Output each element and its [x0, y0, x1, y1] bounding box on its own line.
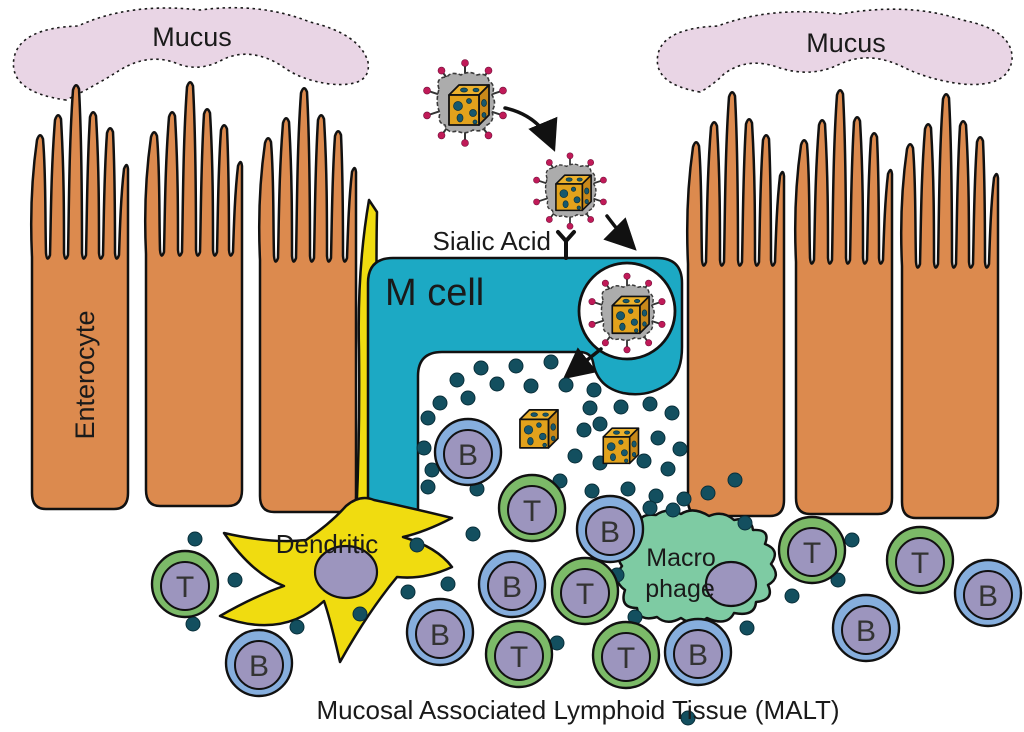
sialic-acid-label: Sialic Acid	[433, 226, 552, 256]
svg-text:T: T	[803, 537, 821, 570]
b-cell: B	[663, 617, 733, 687]
dendritic-label: Dendritic	[276, 529, 379, 559]
arrow-virus-approach	[503, 106, 558, 152]
enterocytes-right	[685, 88, 1000, 520]
svg-text:B: B	[688, 639, 708, 672]
svg-text:T: T	[176, 571, 194, 604]
svg-text:B: B	[856, 615, 876, 648]
mucus-blob	[12, 6, 370, 101]
m-cell: M cell Sialic Acid	[366, 226, 684, 514]
mucus-layer-left: Mucus	[12, 6, 370, 101]
t-cell: T	[885, 525, 955, 595]
released-capsid	[519, 409, 559, 449]
mucus-blob	[656, 8, 1013, 93]
dendritic-cell: Dendritic	[218, 496, 454, 664]
macrophage-nucleus	[704, 560, 758, 608]
arrow-virus-release	[562, 347, 603, 380]
enterocyte-label: Enterocyte	[70, 310, 100, 439]
virion-dots	[185, 354, 860, 726]
t-cell: T	[150, 549, 220, 619]
mucus-label: Mucus	[806, 28, 886, 58]
dendritic-nucleus	[313, 544, 379, 600]
macrophage-label-line2: phage	[645, 575, 715, 603]
m-cell-label: M cell	[385, 272, 484, 314]
svg-text:T: T	[510, 641, 528, 674]
svg-text:T: T	[617, 642, 635, 675]
svg-text:B: B	[978, 580, 998, 613]
svg-text:B: B	[458, 439, 478, 472]
b-cell: B	[477, 549, 547, 619]
mucus-label: Mucus	[152, 22, 232, 52]
b-cell: B	[405, 597, 475, 667]
t-cell: T	[497, 473, 567, 543]
t-cell: T	[550, 556, 620, 626]
b-cell: B	[433, 417, 503, 487]
svg-text:T: T	[576, 578, 594, 611]
t-cell: T	[591, 620, 661, 690]
released-capsid	[602, 427, 640, 465]
b-cell: B	[953, 558, 1023, 628]
svg-text:B: B	[430, 619, 450, 652]
macrophage-label-line1: Macro	[646, 544, 715, 572]
lymphocytes: T B B T B B T B T T B T T B B	[150, 417, 1023, 698]
svg-text:B: B	[249, 650, 269, 683]
b-cell: B	[831, 593, 901, 663]
macrophage-cell: Macro phage	[616, 509, 777, 625]
b-cell: B	[224, 628, 294, 698]
caption: Mucosal Associated Lymphoid Tissue (MALT…	[316, 695, 839, 725]
svg-text:T: T	[911, 547, 929, 580]
enterocytes-left: Enterocyte	[29, 80, 358, 514]
t-cell: T	[484, 619, 554, 689]
t-cell: T	[777, 515, 847, 585]
b-cell: B	[575, 494, 645, 564]
svg-text:T: T	[523, 495, 541, 528]
svg-text:B: B	[502, 571, 522, 604]
arrow-virus-binding	[603, 214, 637, 251]
mucus-layer-right: Mucus	[656, 8, 1013, 93]
svg-text:B: B	[600, 516, 620, 549]
sialic-acid-receptor-icon	[556, 230, 576, 260]
